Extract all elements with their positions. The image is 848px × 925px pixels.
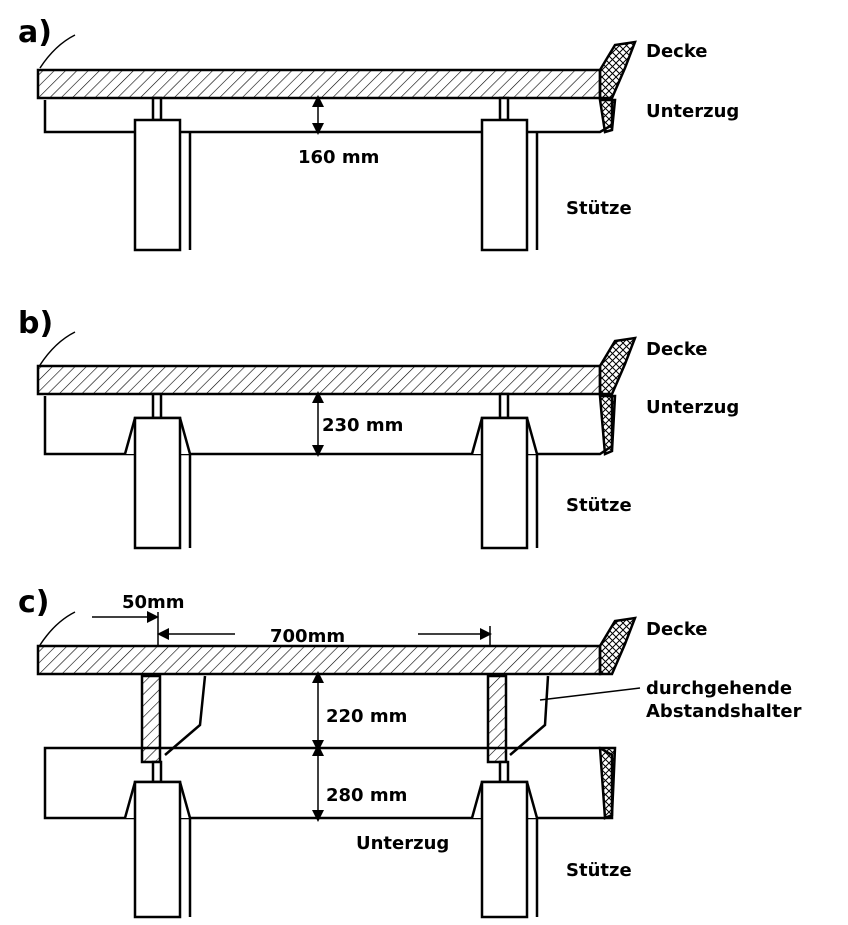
decke-slab [36, 364, 602, 396]
decke-label: Decke [646, 41, 708, 62]
panel-c: c) 50mm 700mm 220 mm 280 mm [18, 585, 802, 919]
unterzug-label: Unterzug [646, 397, 739, 418]
spacer [486, 674, 508, 764]
stuetze-column [480, 780, 529, 919]
decke-slab [36, 644, 602, 676]
spacer-label-line1: durchgehende [646, 678, 792, 699]
unterzug-label: Unterzug [646, 101, 739, 122]
dimension-label: 230 mm [322, 415, 403, 436]
panel-label-a: a) [18, 15, 52, 50]
dimension-label: 160 mm [298, 147, 379, 168]
dimension-label-220mm: 220 mm [326, 706, 407, 727]
stuetze-column [480, 118, 529, 252]
stuetze-column [480, 416, 529, 550]
unterzug-section [598, 394, 617, 456]
unterzug-section [598, 746, 617, 820]
break-line [39, 331, 76, 366]
break-line [39, 34, 76, 69]
decke-slab [36, 68, 602, 100]
panel-b: b) 230 mm Decke Unterzug Stütze [18, 306, 739, 550]
bolt [151, 760, 163, 784]
bolt [498, 392, 510, 420]
dimension-label-700mm: 700mm [270, 626, 345, 647]
stuetze-label: Stütze [566, 860, 632, 881]
bolt [498, 760, 510, 784]
bolt [151, 96, 163, 122]
unterzug-section [598, 98, 617, 134]
leader-line [539, 687, 641, 701]
decke-section [598, 40, 637, 100]
bolt [151, 392, 163, 420]
dimension-label-280mm: 280 mm [326, 785, 407, 806]
stuetze-column [133, 118, 182, 252]
decke-section [598, 616, 637, 676]
stuetze-label: Stütze [566, 198, 632, 219]
decke-label: Decke [646, 619, 708, 640]
panel-label-c: c) [18, 585, 50, 620]
stuetze-label: Stütze [566, 495, 632, 516]
panel-a: a) 160 mm Decke Unterzug Stütze [18, 15, 739, 252]
stuetze-column [133, 780, 182, 919]
bolt [498, 96, 510, 122]
decke-label: Decke [646, 339, 708, 360]
unterzug-label: Unterzug [356, 833, 449, 854]
panel-label-b: b) [18, 306, 53, 341]
spacer [140, 674, 162, 764]
decke-section [598, 336, 637, 396]
stuetze-column [133, 416, 182, 550]
dimension-label-50mm: 50mm [122, 592, 185, 613]
spacer-label-line2: Abstandshalter [646, 701, 802, 722]
break-line [39, 611, 76, 646]
